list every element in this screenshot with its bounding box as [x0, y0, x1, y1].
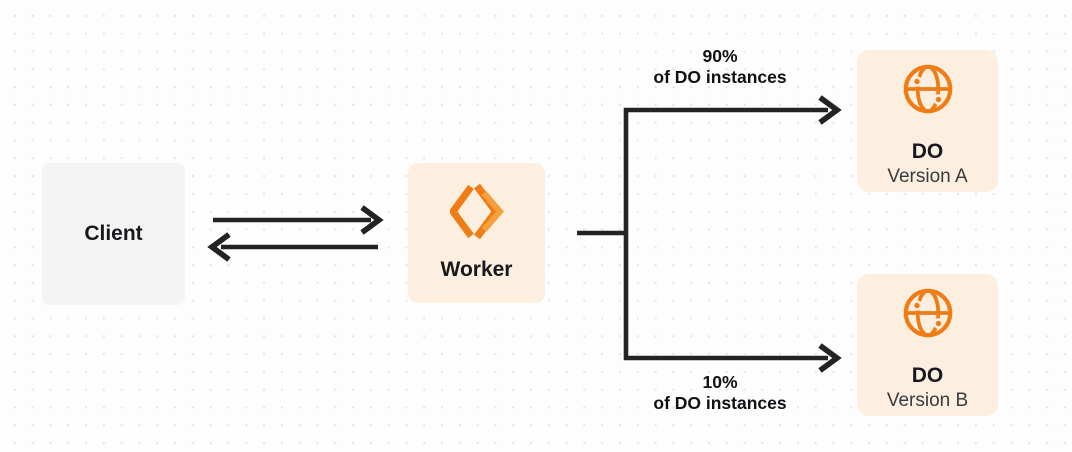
do-version-a-node: DO Version A: [857, 50, 998, 192]
left-arrowhead-icon: [207, 232, 231, 262]
do-version-b-node: DO Version B: [857, 274, 998, 416]
branch-trunk-line: [623, 107, 828, 361]
right-arrowhead-icon: [360, 205, 384, 235]
edge-percent-do-b: 10%: [702, 372, 738, 392]
client-label: Client: [84, 222, 143, 245]
do-a-subtitle: Version A: [887, 166, 968, 187]
client-node: Client: [42, 163, 185, 305]
do-b-title: DO: [911, 364, 944, 387]
do-b-subtitle: Version B: [886, 390, 969, 411]
do-a-arrowhead-icon: [818, 95, 842, 125]
durable-object-globe-icon: [903, 288, 952, 338]
edge-label-do-b: 10% of DO instances: [620, 372, 820, 414]
do-a-title: DO: [911, 140, 944, 163]
worker-node: Worker: [408, 163, 545, 303]
cloudflare-workers-logo-icon: [449, 183, 504, 240]
do-b-arrowhead-icon: [818, 343, 842, 373]
edge-percent-do-a: 90%: [702, 46, 738, 66]
durable-object-globe-icon: [903, 64, 952, 114]
edge-label-do-a: 90% of DO instances: [620, 46, 820, 88]
edge-caption-do-b: of DO instances: [653, 393, 787, 413]
worker-label: Worker: [440, 258, 513, 281]
edge-caption-do-a: of DO instances: [653, 67, 787, 87]
